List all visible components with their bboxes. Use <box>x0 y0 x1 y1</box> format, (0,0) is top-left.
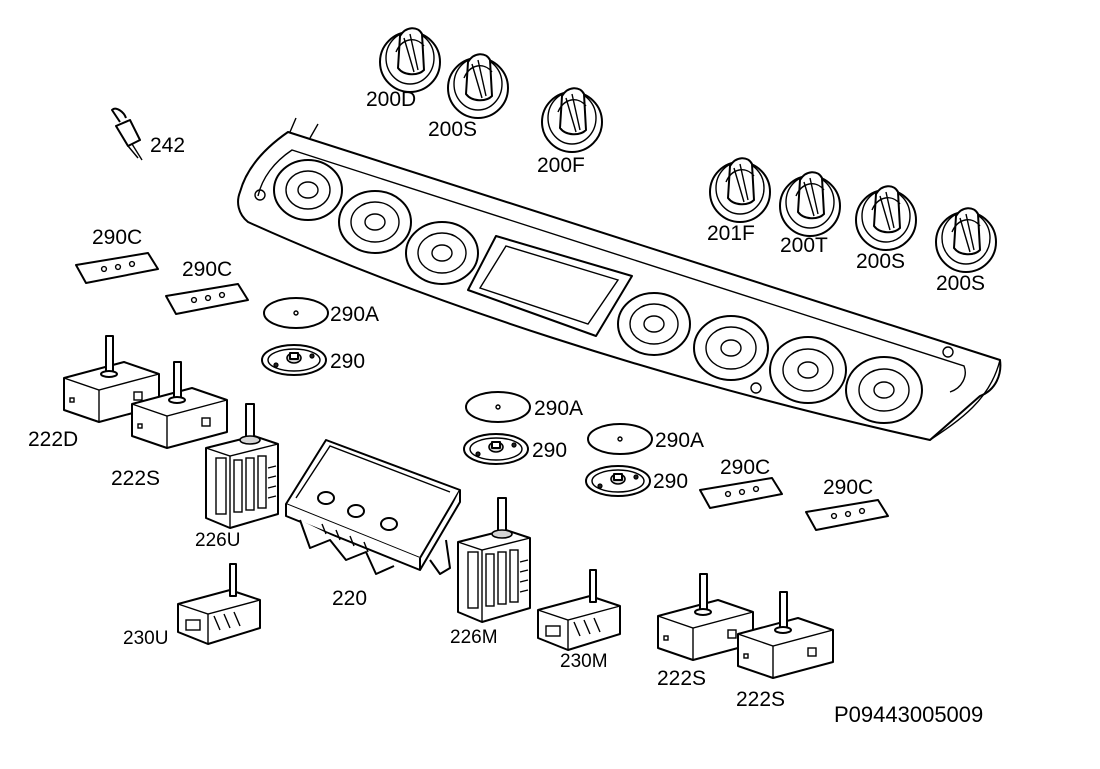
label-200F: 200F <box>537 154 585 177</box>
knob-200S-top <box>447 53 509 119</box>
gear-290-3 <box>585 465 651 497</box>
label-290-3: 290 <box>653 470 688 493</box>
knob-200T <box>779 171 841 237</box>
label-230M: 230M <box>560 651 608 672</box>
display-window <box>467 235 633 337</box>
label-242: 242 <box>150 134 185 157</box>
label-290A-1: 290A <box>330 303 379 326</box>
knob-seat-3 <box>405 221 479 285</box>
label-290-1: 290 <box>330 350 365 373</box>
label-200T: 200T <box>780 234 828 257</box>
gear-290-2 <box>463 433 529 465</box>
label-222S-left: 222S <box>111 467 160 490</box>
knob-seat-7 <box>845 356 923 424</box>
label-226U: 226U <box>195 530 240 551</box>
label-230U: 230U <box>123 628 168 649</box>
pad-290C-1 <box>75 252 159 284</box>
switch-226M <box>457 497 531 623</box>
thermostat-230M <box>537 569 621 651</box>
pad-290C-3 <box>699 477 783 509</box>
knob-seat-1 <box>273 159 343 221</box>
knob-seat-2 <box>338 190 412 254</box>
knob-200F <box>541 87 603 153</box>
knob-200S-right2 <box>935 207 997 273</box>
label-200S-right1: 200S <box>856 250 905 273</box>
label-290A-2: 290A <box>534 397 583 420</box>
disc-290A-3 <box>587 423 653 455</box>
disc-290A-1 <box>263 297 329 329</box>
knob-200S-right1 <box>855 185 917 251</box>
knob-seat-6 <box>769 336 847 404</box>
label-220: 220 <box>332 587 367 610</box>
knob-seat-5 <box>693 315 769 381</box>
gear-290-1 <box>261 344 327 376</box>
label-222S-right2: 222S <box>736 688 785 711</box>
label-290A-3: 290A <box>655 429 704 452</box>
label-222D: 222D <box>28 428 78 451</box>
label-290-2: 290 <box>532 439 567 462</box>
knob-201F <box>709 157 771 223</box>
thermostat-230U <box>177 563 261 645</box>
label-226M: 226M <box>450 627 498 648</box>
label-290C-1: 290C <box>92 226 142 249</box>
control-panel <box>237 117 1002 441</box>
label-200D: 200D <box>366 88 416 111</box>
timer-220 <box>285 439 461 575</box>
label-290C-2: 290C <box>182 258 232 281</box>
label-200S-top: 200S <box>428 118 477 141</box>
label-200S-right2: 200S <box>936 272 985 295</box>
probe-242 <box>111 107 143 161</box>
regulator-222S-right2 <box>737 591 834 679</box>
label-290C-3: 290C <box>720 456 770 479</box>
pad-290C-4 <box>805 499 889 531</box>
label-201F: 201F <box>707 222 755 245</box>
label-290C-4: 290C <box>823 476 873 499</box>
drawing-reference: P09443005009 <box>834 702 983 727</box>
label-222S-right1: 222S <box>657 667 706 690</box>
pad-290C-2 <box>165 283 249 315</box>
disc-290A-2 <box>465 391 531 423</box>
knob-200D <box>379 27 441 93</box>
knob-seat-4 <box>617 292 691 356</box>
